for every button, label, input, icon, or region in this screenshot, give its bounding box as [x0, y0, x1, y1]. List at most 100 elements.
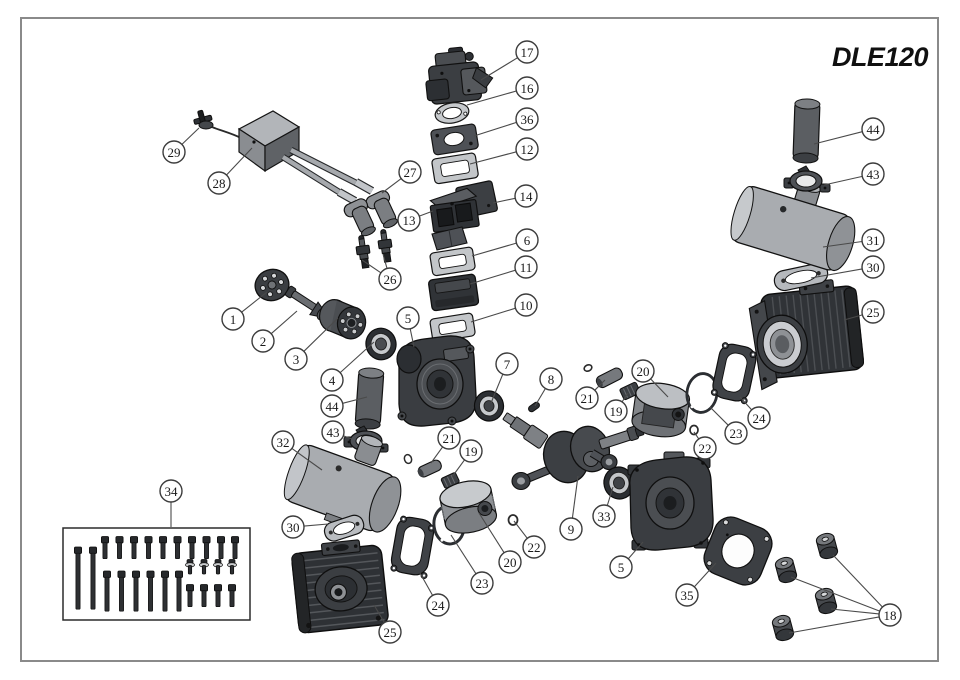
callout-20: 20: [631, 359, 669, 398]
callout-24: 24: [739, 396, 771, 430]
svg-text:26: 26: [384, 272, 398, 287]
callout-30: 30: [281, 515, 329, 539]
svg-text:24: 24: [432, 598, 446, 613]
exhaust-gasket-left: [323, 514, 365, 542]
svg-text:23: 23: [476, 576, 489, 591]
insulator-gasket-top: [429, 246, 476, 277]
svg-text:35: 35: [681, 588, 694, 603]
callout-23: 23: [709, 406, 748, 445]
svg-text:21: 21: [581, 391, 594, 406]
svg-text:11: 11: [520, 260, 533, 275]
svg-text:7: 7: [504, 357, 511, 372]
engine-mount-plate: [703, 516, 773, 586]
svg-text:22: 22: [528, 540, 541, 555]
svg-text:21: 21: [443, 431, 456, 446]
callout-25: 25: [843, 300, 885, 324]
svg-text:28: 28: [213, 176, 226, 191]
carburetor-illustration: [425, 46, 494, 105]
spark-plug-boot-right: [365, 190, 398, 229]
needle-bearing-right: [619, 381, 641, 401]
svg-text:1: 1: [230, 312, 237, 327]
callout-30: 30: [810, 255, 885, 279]
crankcase-rear-half: [627, 451, 714, 551]
cylinder-right: [748, 279, 865, 391]
svg-text:30: 30: [867, 260, 880, 275]
callout-5: 5: [396, 306, 420, 348]
svg-text:12: 12: [521, 142, 534, 157]
drive-washer: [254, 268, 290, 302]
svg-text:30: 30: [287, 520, 300, 535]
muffler-left: [283, 434, 402, 533]
callout-23: 23: [450, 534, 494, 595]
wristpin-clip-left: [507, 514, 519, 526]
cylinder-gasket-left: [390, 515, 435, 579]
callout-35: 35: [675, 562, 717, 607]
spark-plug-left: [355, 235, 371, 269]
callout-43: 43: [321, 420, 353, 444]
callout-33: 33: [592, 486, 616, 528]
callout-5: 5: [609, 541, 644, 579]
callout-17: 17: [480, 40, 539, 81]
callout-24: 24: [419, 572, 450, 617]
exhaust-tube-right: [792, 98, 821, 164]
svg-text:20: 20: [637, 364, 650, 379]
callout-3: 3: [284, 317, 339, 371]
svg-text:19: 19: [610, 404, 623, 419]
reed-petals: [431, 226, 468, 251]
main-bearing-front: [473, 390, 505, 422]
callout-21: 21: [430, 426, 461, 464]
callout-16: 16: [466, 76, 539, 106]
svg-text:27: 27: [404, 165, 418, 180]
svg-text:25: 25: [384, 625, 397, 640]
svg-text:6: 6: [524, 233, 531, 248]
svg-text:19: 19: [465, 444, 478, 459]
callout-21: 21: [575, 379, 606, 410]
callout-7: 7: [490, 352, 519, 404]
svg-text:3: 3: [293, 352, 300, 367]
callout-22: 22: [513, 520, 546, 559]
spark-plug-boot-left: [343, 198, 376, 237]
spark-plug-right: [377, 229, 393, 263]
callout-32: 32: [271, 430, 323, 471]
svg-text:16: 16: [521, 81, 535, 96]
svg-text:31: 31: [867, 233, 880, 248]
insulator-gasket-bottom: [429, 312, 476, 343]
svg-text:5: 5: [618, 560, 625, 575]
wrist-pin-left: [403, 453, 442, 478]
carb-spacer-plate: [430, 123, 479, 156]
exhaust-gasket-right: [773, 262, 829, 292]
piston-right: [631, 382, 691, 438]
svg-text:18: 18: [884, 608, 897, 623]
exhaust-clamp-right: [783, 165, 831, 193]
svg-text:23: 23: [730, 426, 743, 441]
callout-8: 8: [534, 367, 563, 407]
svg-text:29: 29: [168, 145, 181, 160]
ignition-leads: [281, 147, 375, 205]
svg-text:22: 22: [699, 441, 712, 456]
crankcase-front-half: [396, 335, 477, 427]
callout-25: 25: [373, 604, 402, 644]
insulator-block: [428, 273, 480, 312]
callout-9: 9: [559, 475, 583, 541]
cylinder-left: [291, 539, 389, 634]
svg-text:44: 44: [326, 399, 340, 414]
carb-gasket-ring: [434, 102, 470, 124]
piston-left: [439, 480, 498, 534]
crankshaft: [502, 412, 645, 491]
svg-text:10: 10: [520, 298, 533, 313]
diagram-title: DLE120: [832, 42, 929, 72]
exhaust-tube-left: [354, 367, 385, 430]
callout-10: 10: [470, 293, 538, 323]
svg-text:8: 8: [548, 372, 555, 387]
callout-31: 31: [822, 228, 885, 252]
callout-34: 34: [159, 479, 183, 527]
svg-text:4: 4: [329, 373, 336, 388]
svg-text:24: 24: [753, 411, 767, 426]
callout-19: 19: [604, 392, 629, 423]
svg-text:9: 9: [568, 522, 575, 537]
callout-1: 1: [221, 291, 268, 331]
callout-layer: 1716361214611101327292826123444433252119…: [159, 40, 902, 644]
svg-text:17: 17: [521, 45, 535, 60]
callout-29: 29: [162, 127, 200, 164]
